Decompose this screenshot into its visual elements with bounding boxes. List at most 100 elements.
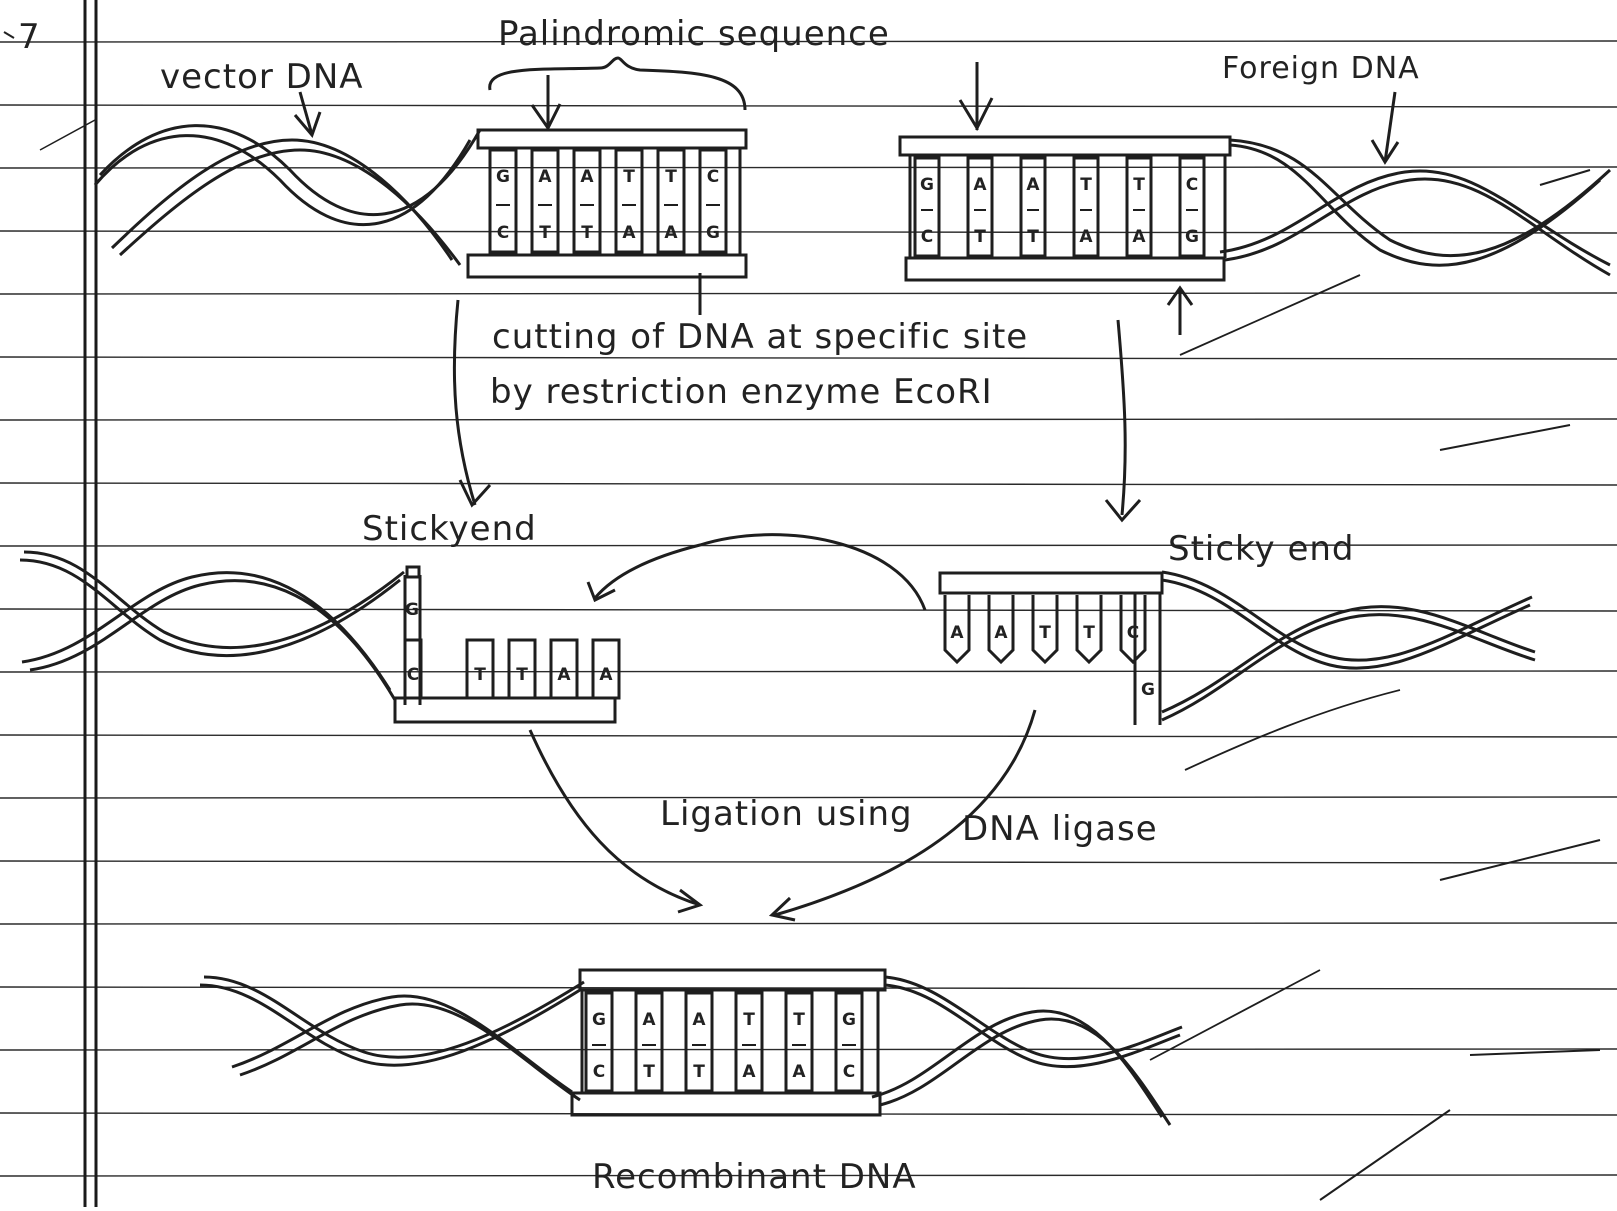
palindromic-sequence-label: Palindromic sequence	[498, 14, 890, 54]
base-top: T	[1083, 623, 1095, 643]
sticky-end-right-label: Sticky end	[1168, 529, 1355, 569]
ruled-line	[0, 230, 1617, 234]
base-top: T	[1039, 623, 1051, 643]
base-bottom: A	[742, 1062, 756, 1082]
ruled-line	[0, 40, 1617, 43]
ruled-line	[0, 670, 1617, 673]
base-bottom: T	[474, 665, 486, 685]
base-pair-column	[656, 148, 686, 254]
base-top: T	[665, 167, 677, 187]
cutting-label-line1: cutting of DNA at specific site	[492, 317, 1028, 357]
cutting-label-line2: by restriction enzyme EcoRI	[490, 372, 993, 412]
base-bottom: C	[843, 1062, 855, 1082]
base-bottom: T	[516, 665, 528, 685]
base-top: T	[743, 1010, 755, 1030]
ruled-line	[0, 1048, 1617, 1051]
base-pair-column	[784, 991, 814, 1093]
base-bottom: A	[557, 665, 571, 685]
base-bottom: T	[1027, 227, 1039, 247]
base-bottom: T	[581, 223, 593, 243]
base-top: T	[793, 1010, 805, 1030]
sticky-end-left-label: Stickyend	[362, 509, 537, 549]
ruled-line	[0, 356, 1617, 360]
base-pair-column	[734, 991, 764, 1093]
margin-lines	[83, 0, 98, 1207]
question-number: 7	[18, 17, 41, 57]
vector-dna-helix	[39, 119, 482, 266]
base-bottom: T	[539, 223, 551, 243]
base-pair-column	[584, 991, 614, 1093]
base-bottom: C	[407, 665, 419, 685]
base-pair-column	[488, 148, 518, 254]
ruled-line	[0, 608, 1617, 612]
foreign-dna-arrow	[1370, 91, 1400, 165]
base-bottom: A	[664, 223, 678, 243]
cut-pointer-arrows	[452, 273, 1361, 523]
base-pair-column	[698, 148, 728, 254]
foreign-dna-helix	[1219, 138, 1612, 277]
palindromic-brace	[488, 56, 747, 111]
base-top: C	[1186, 175, 1198, 195]
base-pair-column	[530, 148, 560, 254]
base-top: G	[496, 167, 510, 187]
ligation-arrows	[528, 709, 1037, 922]
base-pair-column	[634, 991, 664, 1093]
recombinant-helix-right	[871, 969, 1321, 1126]
sticky-base-column	[507, 638, 537, 700]
grader-marks	[1319, 424, 1601, 1201]
base-pair-column	[966, 156, 994, 258]
base-pair-column	[913, 156, 941, 258]
base-top: A	[642, 1010, 656, 1030]
base-top: G	[842, 1010, 856, 1030]
base-pair-column	[614, 148, 644, 254]
base-bottom: T	[693, 1062, 705, 1082]
base-pair-column	[1072, 156, 1100, 258]
base-pair-column	[1178, 156, 1206, 258]
question-tick	[3, 31, 15, 39]
base-top: A	[973, 175, 987, 195]
sticky-left-box	[393, 565, 617, 724]
base-pair-column	[1019, 156, 1047, 258]
base-pair-column	[1125, 156, 1153, 258]
base-bottom: G	[1185, 227, 1199, 247]
base-bottom: A	[792, 1062, 806, 1082]
foreign-site-arrow	[958, 62, 994, 132]
ruled-line	[0, 860, 1617, 864]
base-bottom: C	[593, 1062, 605, 1082]
ruled-line	[0, 292, 1617, 295]
base-top: A	[1026, 175, 1040, 195]
base-top: G	[920, 175, 934, 195]
base-top: G	[405, 600, 419, 620]
sticky-base-column	[591, 638, 621, 700]
base-pair-column	[834, 991, 864, 1093]
sticky-ends-join-arrow	[586, 533, 927, 611]
base-pair-column	[572, 148, 602, 254]
vector-dna-arrow	[293, 91, 322, 138]
foreign-dna-label: Foreign DNA	[1222, 51, 1420, 86]
base-bottom: A	[622, 223, 636, 243]
recombinant-dna-label: Recombinant DNA	[592, 1157, 917, 1197]
base-bottom: C	[497, 223, 509, 243]
base-bottom: T	[643, 1062, 655, 1082]
ruled-line	[0, 104, 1617, 108]
base-top: T	[623, 167, 635, 187]
ruled-line	[0, 166, 1617, 169]
sticky-base-column	[403, 638, 423, 700]
sticky-right-helix	[1161, 570, 1536, 771]
base-bottom: T	[974, 227, 986, 247]
ruled-line	[0, 796, 1617, 799]
base-bottom: A	[599, 665, 613, 685]
base-top: T	[1080, 175, 1092, 195]
base-bottom: A	[1132, 227, 1146, 247]
base-bottom: C	[921, 227, 933, 247]
sticky-base-column	[943, 595, 971, 665]
sticky-right-box	[938, 571, 1164, 725]
sticky-left-helix	[19, 550, 405, 701]
recombinant-helix-left	[199, 975, 585, 1102]
ruled-line	[0, 922, 1617, 925]
ruled-line	[0, 986, 1617, 990]
